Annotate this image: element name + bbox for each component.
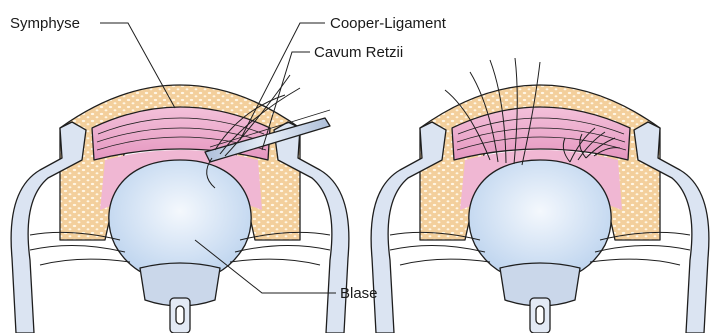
right-panel [371,58,709,333]
label-blase: Blase [340,286,378,301]
label-cooper-ligament: Cooper-Ligament [330,16,446,31]
left-panel [11,75,349,333]
label-cavum-retzii: Cavum Retzii [314,45,403,60]
label-symphyse: Symphyse [10,16,80,31]
